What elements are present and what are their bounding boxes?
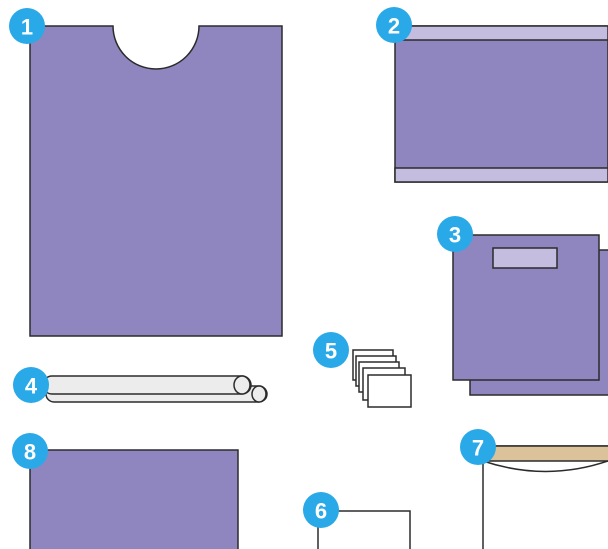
drape-2-bottom-strip: [395, 168, 608, 182]
card-5: [368, 375, 411, 407]
item-1-drape-with-neck-cutout: [30, 26, 282, 336]
tube-back-end: [252, 386, 266, 402]
item-7-pouch-with-tan-band: [483, 446, 608, 549]
drape-3-window: [493, 248, 557, 268]
badge-4: 4: [13, 367, 49, 403]
badge-7-label: 7: [472, 436, 484, 461]
item-4-tubes: [43, 376, 267, 402]
item-2-drape-with-end-strips: [395, 26, 608, 182]
badge-2: 2: [376, 7, 412, 43]
drape-2-top-strip: [395, 26, 608, 40]
badge-6-label: 6: [315, 499, 327, 524]
badge-2-label: 2: [388, 14, 400, 39]
badge-3-label: 3: [449, 223, 461, 248]
badge-8-label: 8: [24, 440, 36, 465]
pouch-tan-band: [483, 446, 608, 461]
badge-5-label: 5: [325, 339, 337, 364]
badge-8: 8: [12, 433, 48, 469]
drape-8-body: [30, 450, 238, 549]
tube-front-end: [234, 376, 250, 394]
badge-7: 7: [460, 429, 496, 465]
badge-1-label: 1: [21, 15, 33, 40]
item-8-plain-drape: [30, 450, 238, 549]
drape-1-body: [30, 26, 282, 336]
item-5-card-stack: [353, 350, 411, 407]
badge-3: 3: [437, 216, 473, 252]
badge-5: 5: [313, 332, 349, 368]
badge-4-label: 4: [25, 374, 38, 399]
drape-2-body: [395, 26, 608, 182]
item-3-drape-with-window-stack: [453, 235, 608, 395]
badge-6: 6: [303, 492, 339, 528]
badge-1: 1: [9, 8, 45, 44]
tube-front: [43, 376, 251, 394]
